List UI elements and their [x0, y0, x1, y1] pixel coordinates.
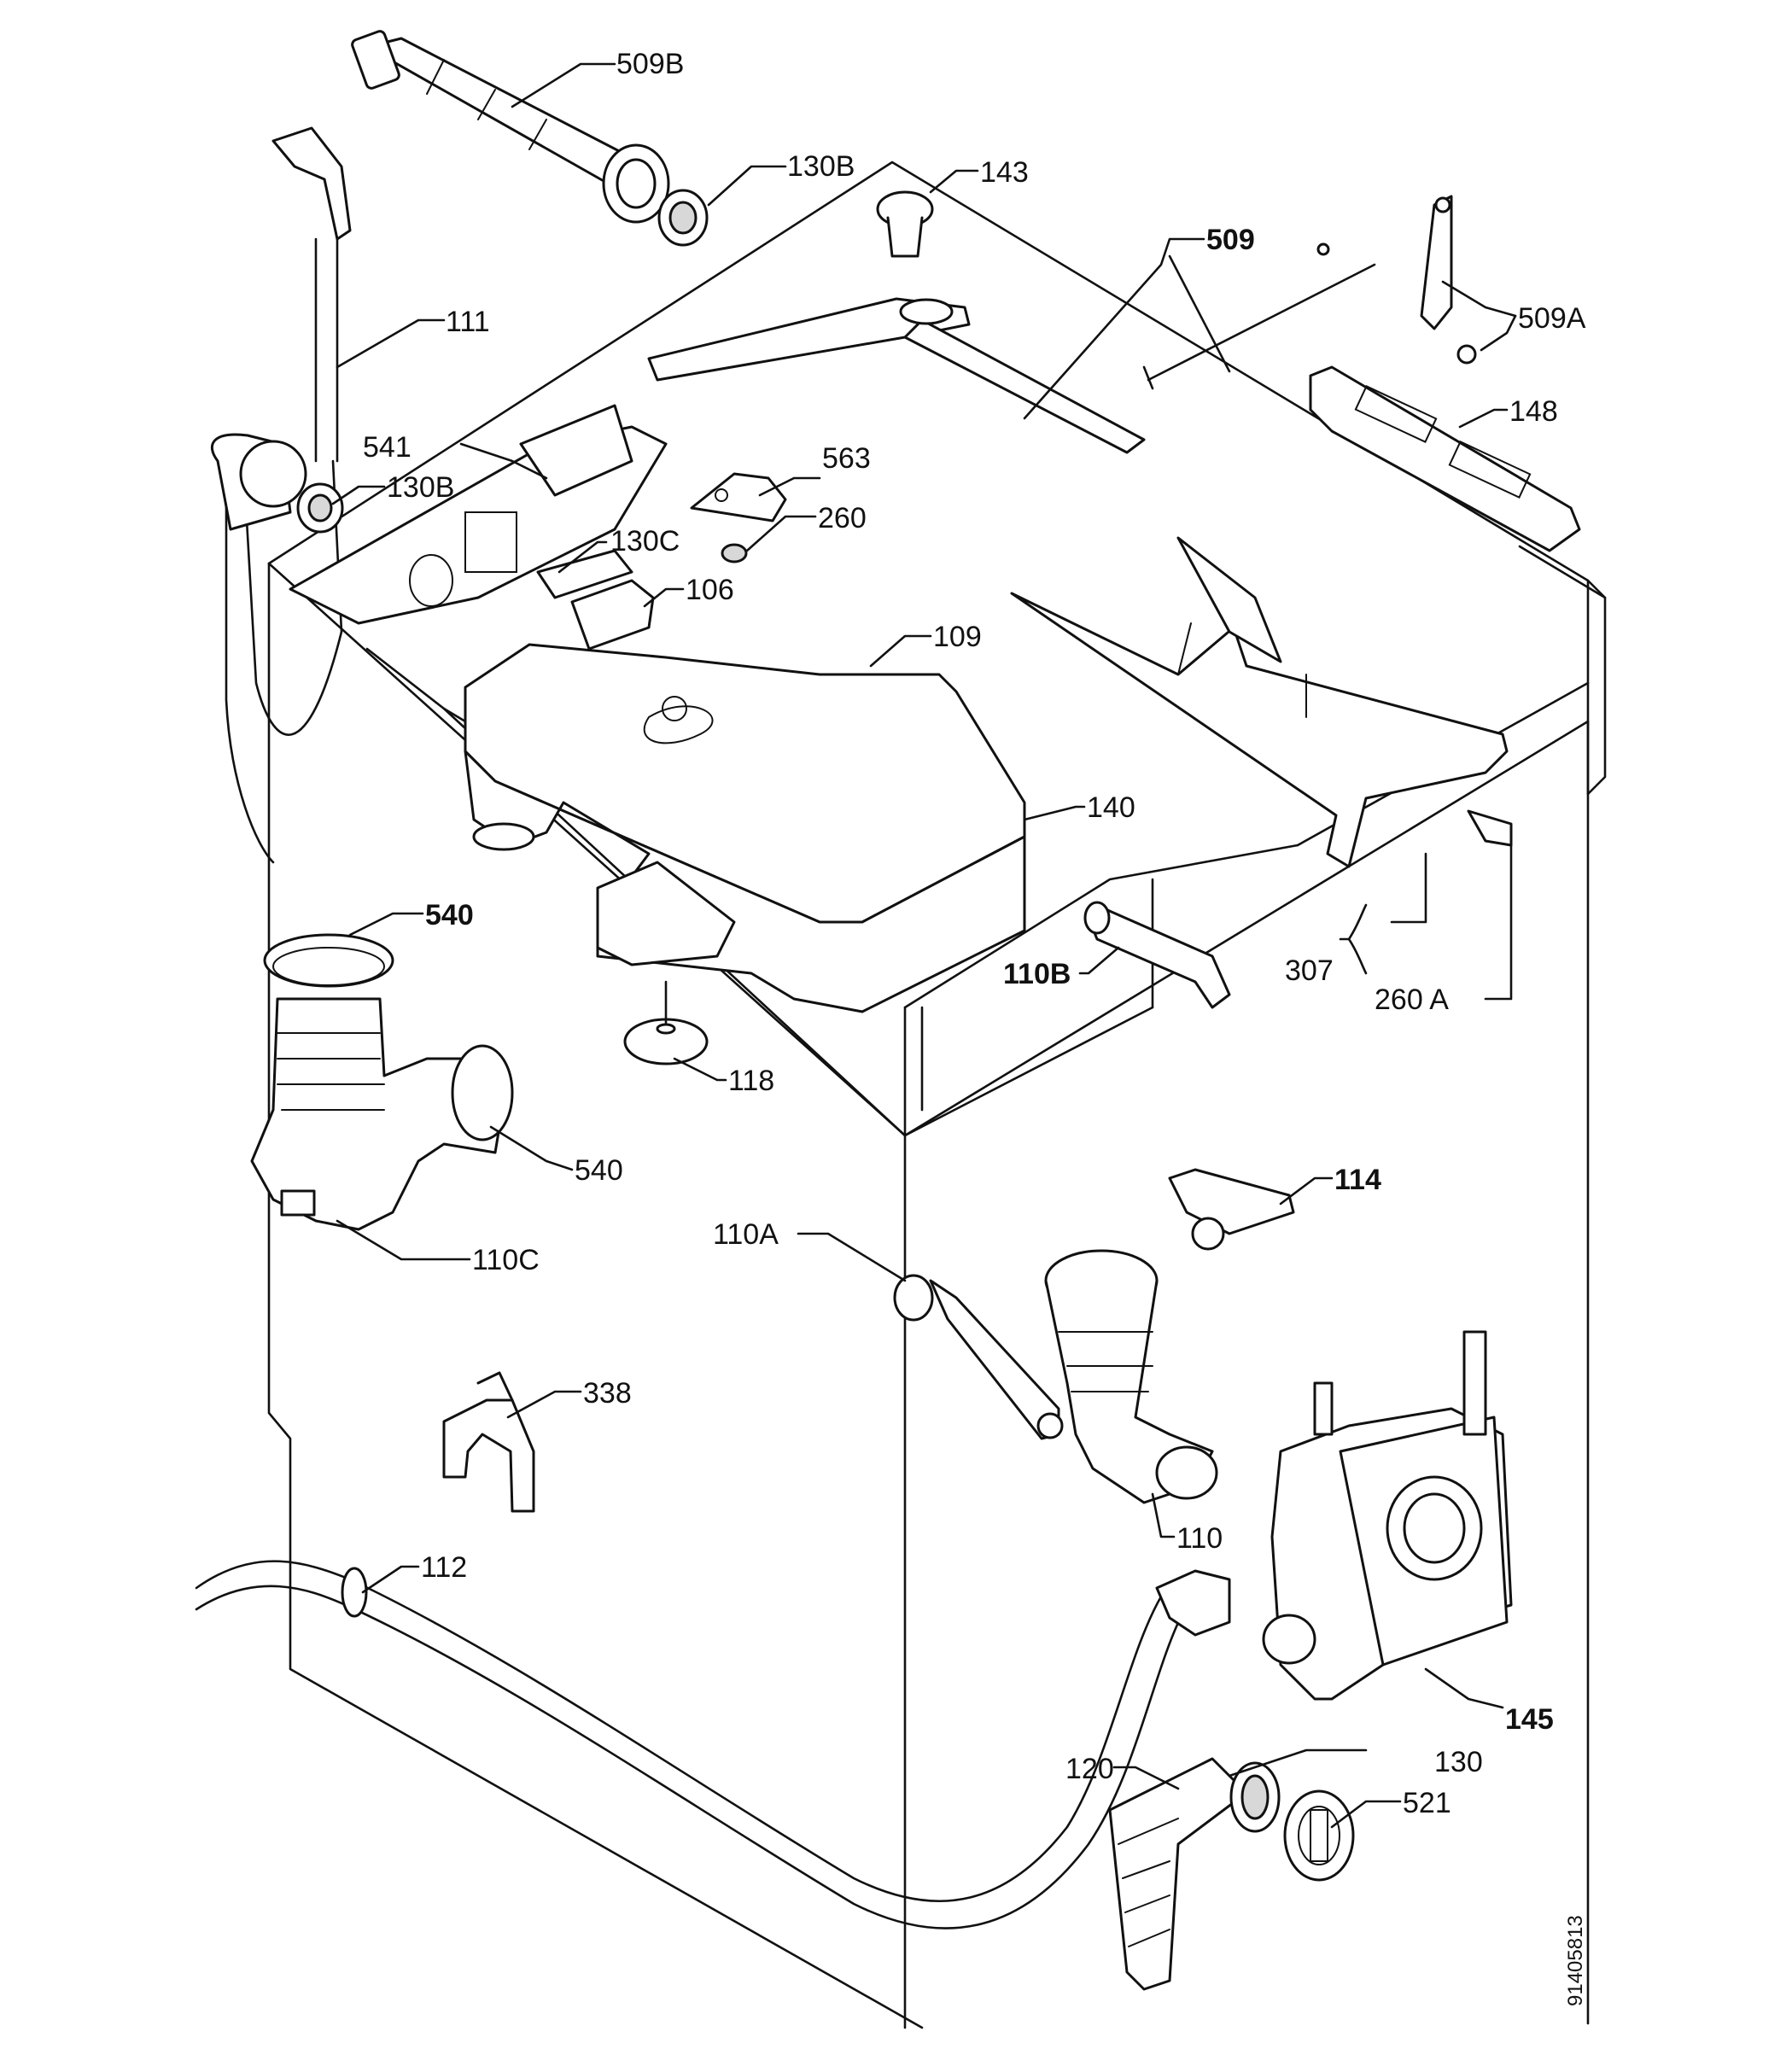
drain-hose-112	[195, 1560, 1231, 1929]
label-541: 541	[363, 431, 412, 464]
label-120: 120	[1065, 1753, 1114, 1785]
label-110b: 110B	[1003, 958, 1071, 990]
cap-521	[1283, 1789, 1355, 1882]
clip-130c	[536, 549, 633, 599]
part-labels: 509B 130B 143 509 509A 111 148 541 130B …	[363, 48, 1586, 1819]
label-130: 130	[1434, 1746, 1483, 1778]
label-307: 307	[1285, 954, 1334, 987]
label-110: 110	[1176, 1522, 1223, 1555]
leader-lines	[331, 62, 1517, 1829]
label-130b: 130B	[387, 471, 454, 504]
grommet-260	[721, 543, 748, 563]
label-118: 118	[728, 1065, 774, 1097]
rod-509	[1142, 242, 1376, 390]
inlet-pipe-509b	[351, 30, 670, 224]
label-338: 338	[583, 1377, 632, 1410]
detergent-drawer-307	[1010, 536, 1509, 868]
label-509: 509	[1206, 224, 1255, 256]
label-260: 260	[818, 502, 867, 534]
label-563: 563	[822, 442, 871, 475]
label-521: 521	[1403, 1787, 1451, 1819]
hose-110b	[1083, 901, 1231, 1009]
label-145: 145	[1505, 1703, 1554, 1736]
handle-148	[1309, 365, 1581, 552]
clip-260a	[1467, 809, 1513, 847]
label-109: 109	[933, 621, 982, 653]
hose-110a	[893, 1274, 1064, 1440]
label-110c: 110C	[472, 1244, 540, 1276]
label-148: 148	[1509, 395, 1558, 428]
switch-106	[570, 579, 655, 651]
dispenser-base-140	[464, 750, 1026, 1013]
document-code: 91405813	[1564, 1915, 1587, 2006]
filter-130b	[296, 482, 344, 534]
drain-pump-145	[1262, 1330, 1513, 1701]
inlet-hose-111	[210, 126, 352, 864]
clamp-ring-540-side	[451, 1044, 514, 1141]
label-140: 140	[1087, 791, 1135, 824]
label-260a: 260 A	[1375, 984, 1449, 1016]
cover-563	[690, 472, 787, 522]
bracket-114	[1168, 1168, 1295, 1251]
label-540-bottom: 540	[575, 1154, 623, 1187]
label-130b-top: 130B	[787, 150, 855, 183]
label-130c: 130C	[610, 525, 680, 557]
label-114: 114	[1334, 1164, 1381, 1196]
bellows-hose-110	[1044, 1249, 1218, 1504]
clamp-ring-540-top	[263, 933, 394, 988]
valve-bracket-541	[289, 404, 668, 625]
label-111: 111	[446, 306, 490, 338]
label-540-top: 540	[425, 899, 474, 931]
gasket-130	[1229, 1761, 1281, 1833]
filter-120	[1108, 1757, 1248, 1991]
label-509b: 509B	[616, 48, 684, 80]
label-112: 112	[421, 1551, 467, 1584]
label-106: 106	[686, 574, 734, 606]
label-143: 143	[980, 156, 1029, 189]
clip-338	[442, 1371, 535, 1513]
gear-118	[623, 980, 709, 1065]
lever-509	[647, 297, 1146, 454]
filter-130b-top	[657, 189, 709, 247]
label-509a: 509A	[1518, 302, 1586, 335]
label-110a: 110A	[713, 1218, 779, 1251]
knob-143	[876, 190, 934, 258]
sump-hose-110c	[250, 997, 505, 1231]
lever-509a	[1420, 195, 1477, 365]
